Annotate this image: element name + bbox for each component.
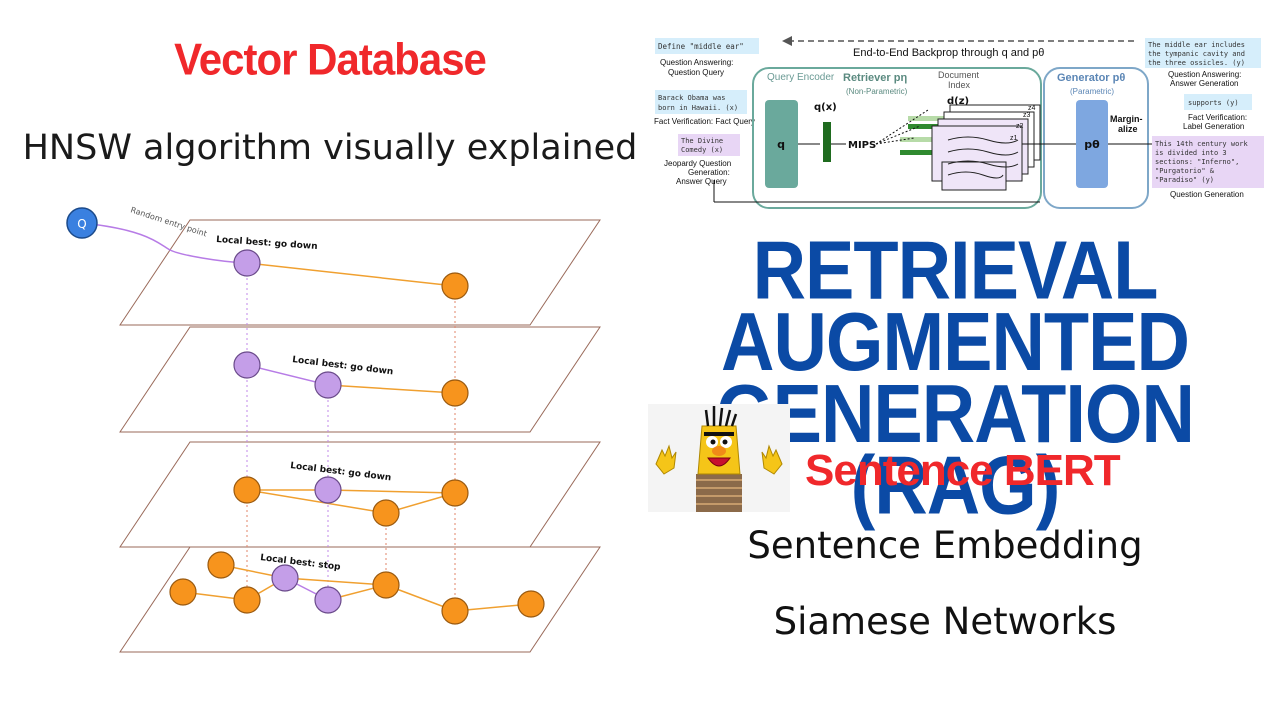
svg-text:This 14th century work: This 14th century work bbox=[1155, 140, 1249, 148]
svg-text:Index: Index bbox=[948, 80, 971, 90]
sentence-embedding-text: Sentence Embedding bbox=[747, 524, 1143, 567]
rag-title-line1: RETRIEVAL AUGMENTED bbox=[721, 223, 1190, 389]
svg-text:z1: z1 bbox=[1010, 135, 1018, 142]
svg-text:Comedy (x): Comedy (x) bbox=[681, 146, 723, 154]
p-theta-label: pθ bbox=[1084, 138, 1100, 151]
layer3-label: Local best: go down bbox=[216, 235, 318, 252]
svg-text:the tympanic cavity and: the tympanic cavity and bbox=[1148, 50, 1245, 58]
hnsw-subtitle: HNSW algorithm visually explained bbox=[22, 128, 638, 168]
dz-label: d(z) bbox=[947, 96, 969, 107]
output-2-caption2: Label Generation bbox=[1183, 122, 1244, 131]
hnsw-diagram: Q Random entry point Local best: go down… bbox=[66, 205, 601, 653]
generator-label: Generator pθ bbox=[1057, 72, 1125, 84]
input-3-caption1: Jeopardy Question bbox=[664, 159, 731, 168]
svg-text:born in Hawaii. (x): born in Hawaii. (x) bbox=[658, 104, 738, 112]
svg-text:"Paradiso" (y): "Paradiso" (y) bbox=[1155, 176, 1214, 184]
svg-text:Document: Document bbox=[938, 70, 980, 80]
sentence-bert-title: Sentence BERT bbox=[805, 446, 1121, 495]
svg-text:"Purgatorio" &: "Purgatorio" & bbox=[1155, 167, 1215, 175]
mips-label: MIPS bbox=[848, 140, 876, 151]
qx-label: q(x) bbox=[814, 102, 837, 113]
query-encoder-label: Query Encoder bbox=[767, 72, 835, 83]
input-2-caption1: Fact Verification: Fact Query bbox=[654, 117, 755, 126]
entry-path bbox=[81, 222, 248, 264]
retriever-label: Retriever pη bbox=[843, 72, 907, 84]
param-label: (Parametric) bbox=[1070, 87, 1114, 96]
svg-text:z3: z3 bbox=[1023, 112, 1031, 119]
bert-character-image bbox=[648, 404, 790, 512]
input-1-caption1: Question Answering: bbox=[660, 58, 733, 67]
input-3-caption3: Answer Query bbox=[676, 177, 727, 186]
input-1-text: Define "middle ear" bbox=[658, 42, 744, 51]
svg-text:Barack Obama was: Barack Obama was bbox=[658, 94, 725, 102]
input-3-caption2: Generation: bbox=[688, 168, 730, 177]
layer-plane-2 bbox=[119, 326, 601, 433]
retriever-frame bbox=[752, 67, 1042, 209]
svg-text:sections: "Inferno",: sections: "Inferno", bbox=[1155, 158, 1239, 166]
layer0-label: Local best: stop bbox=[260, 553, 342, 573]
layer1-label: Local best: go down bbox=[290, 461, 392, 483]
rag-title: RETRIEVAL AUGMENTED GENERATION (RAG) bbox=[630, 223, 1280, 532]
query-label: Q bbox=[77, 217, 86, 231]
generator-block bbox=[1076, 100, 1108, 188]
vector-database-title: Vector Database bbox=[174, 34, 487, 85]
layer-plane-3 bbox=[119, 219, 601, 326]
svg-text:the three ossicles. (y): the three ossicles. (y) bbox=[1148, 59, 1245, 67]
non-param-label: (Non-Parametric) bbox=[846, 87, 908, 96]
svg-text:Margin-: Margin- bbox=[1110, 114, 1143, 124]
svg-text:supports (y): supports (y) bbox=[1188, 99, 1239, 107]
svg-text:z4: z4 bbox=[1028, 105, 1036, 112]
q-label: q bbox=[777, 138, 785, 151]
svg-text:is divided into 3: is divided into 3 bbox=[1155, 149, 1227, 157]
output-1-caption2: Answer Generation bbox=[1170, 79, 1238, 88]
output-1-caption1: Question Answering: bbox=[1168, 70, 1241, 79]
layer-plane-1 bbox=[119, 441, 601, 548]
generator-frame bbox=[1043, 67, 1149, 209]
svg-text:The middle ear includes: The middle ear includes bbox=[1148, 41, 1245, 49]
layer2-label: Local best: go down bbox=[292, 355, 394, 377]
rag-title-line2: GENERATION (RAG) bbox=[716, 366, 1195, 532]
entry-label: Random entry point bbox=[129, 205, 208, 238]
output-3-caption1: Question Generation bbox=[1170, 190, 1244, 199]
svg-text:alize: alize bbox=[1118, 124, 1138, 134]
rag-architecture-diagram: End-to-End Backprop through q and pθ Def… bbox=[654, 36, 1264, 209]
svg-text:The Divine: The Divine bbox=[681, 137, 723, 145]
input-1-caption2: Question Query bbox=[668, 68, 724, 77]
output-2-caption1: Fact Verification: bbox=[1188, 113, 1247, 122]
query-node bbox=[66, 207, 98, 239]
backprop-label: End-to-End Backprop through q and pθ bbox=[853, 47, 1044, 59]
svg-text:z2: z2 bbox=[1016, 123, 1024, 130]
layer-plane-0 bbox=[119, 546, 601, 653]
siamese-networks-text: Siamese Networks bbox=[773, 600, 1117, 643]
query-encoder-block bbox=[765, 100, 798, 188]
